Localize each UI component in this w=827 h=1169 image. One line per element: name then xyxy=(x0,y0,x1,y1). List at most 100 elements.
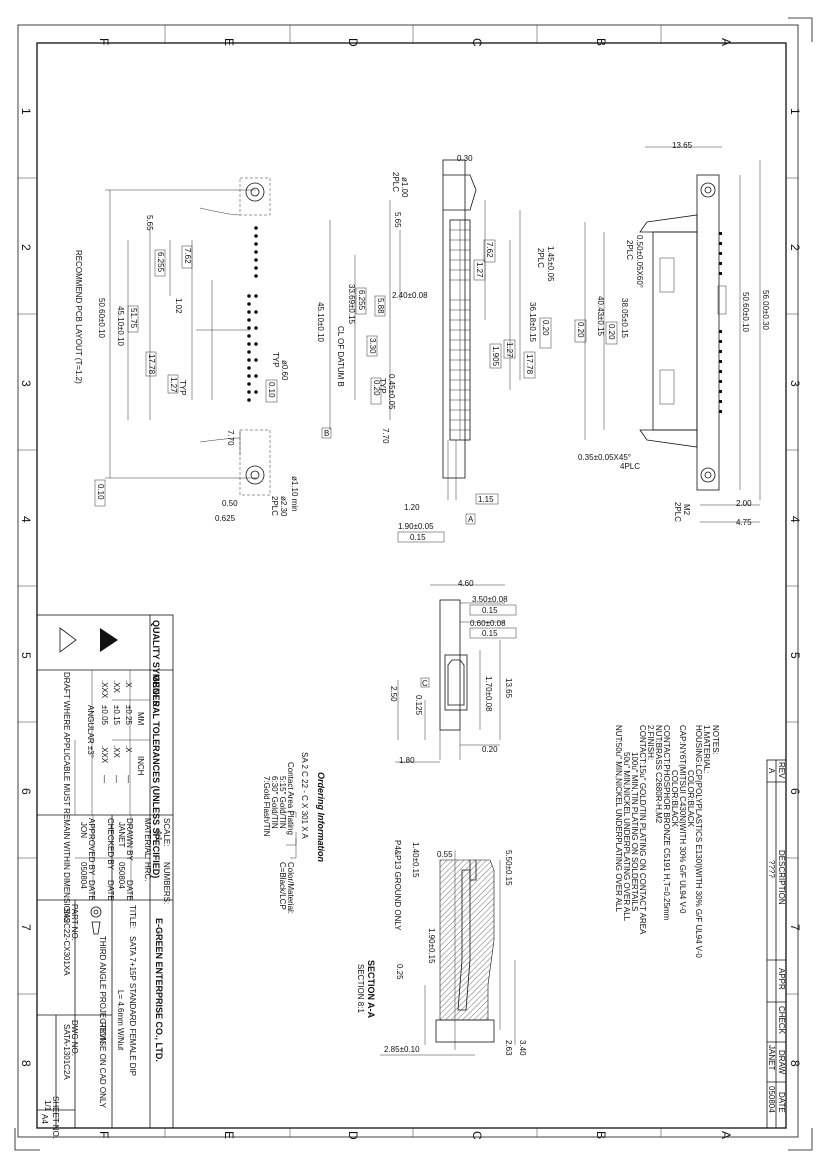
dim-label: 1.90±0.05 xyxy=(398,522,434,531)
dim-label: 3.40 xyxy=(518,1040,527,1056)
part-no: SA2C22-CX301XA xyxy=(62,908,71,976)
zone-number: 6 xyxy=(788,788,802,795)
draft-note: DRAFT WHERE APPLICABLE MUST REMAIN WITHI… xyxy=(62,672,71,923)
drawn-date: 050804 xyxy=(117,862,126,889)
dim-label: 0.15 xyxy=(482,606,498,615)
dim-label: 1.15 xyxy=(478,495,494,504)
rev-value: ???? xyxy=(767,860,776,878)
dim-label: TYP xyxy=(271,352,280,368)
pcb-layout-view: 5.65 7.62 6.255 1.02 51.75 45.10±0.10 50… xyxy=(74,177,299,523)
zone-letters-bottom: F E D C B A xyxy=(97,1131,733,1140)
sheet-value: 1/1 xyxy=(43,1100,52,1112)
tol-cell: ±0.15 xyxy=(112,705,121,726)
dim-label: 0.20 xyxy=(372,380,381,396)
datum-label: C xyxy=(422,679,428,688)
dim-label: 0.60±0.08 xyxy=(470,619,506,628)
rev-header: REV xyxy=(777,762,786,779)
quality-filled-triangle-icon xyxy=(100,628,118,652)
dim-label: ø2.30 xyxy=(279,496,288,517)
dim-label: 50.60±0.10 xyxy=(97,298,106,339)
dim-label: 1.45±0.05 xyxy=(546,246,555,282)
dim-label: 3.50±0.08 xyxy=(472,595,508,604)
dim-label: 0.20 xyxy=(576,322,585,338)
zone-number: 2 xyxy=(788,244,802,251)
zone-number: 5 xyxy=(19,652,33,659)
note-line: NUT:50u" MIN,NICKEL UNDERPLATING OVER AL… xyxy=(614,725,623,912)
dim-label: 2PLC xyxy=(391,172,400,192)
ordering-information: Ordering Information SA 2 C 22 - C X 301… xyxy=(262,752,326,914)
dwg-no-label: DWG NO. xyxy=(70,1020,79,1056)
dim-label: 1.27 xyxy=(169,377,178,393)
checked-by-label: CHECKED BY xyxy=(106,818,115,871)
note-line: CAP:NY6T(MITSUI C430N)WITH 30% G/F UL94 … xyxy=(678,725,687,914)
dim-label: 0.20 xyxy=(607,324,616,340)
inner-border xyxy=(36,42,787,1129)
dim-label: 2PLC xyxy=(673,502,682,522)
numbers-label: NUMBERS: xyxy=(162,862,171,904)
note-line: NUT:BRASS C2680R-H,M2 xyxy=(654,725,663,824)
dim-label: 0.10 xyxy=(267,382,276,398)
rev-value: A xyxy=(767,768,776,774)
dim-label: 1.27 xyxy=(505,342,514,358)
dim-label: 0.15 xyxy=(410,533,426,542)
connector-side-view: 0.30 ø1.00 2PLC 5.65 1.45±0.05 2PLC 7.62… xyxy=(316,154,555,543)
drawn-by: JANET xyxy=(117,822,126,847)
tol-cell: .XXX xyxy=(100,680,109,699)
dim-label: 0.50 xyxy=(222,499,238,508)
dim-label: 50.60±0.10 xyxy=(741,292,750,333)
note-line: 100u" MIN,TIN PLATING ON SOLDERTAILS xyxy=(630,752,639,911)
dim-label: 4.60 xyxy=(458,579,474,588)
zone-number: 8 xyxy=(788,1060,802,1067)
notes-block: NOTES: 1.MATERIAL: HOUSING:LCP(POLYPLAST… xyxy=(614,725,720,958)
general-tolerances-label: GENERAL TOLERANCES (UNLESS SPECIFIED) xyxy=(151,675,161,878)
dim-label: 0.55 xyxy=(437,850,453,859)
dim-label: 2PLC xyxy=(270,496,279,516)
dim-label: 17.78 xyxy=(525,354,534,375)
dim-label: 33.69±0.15 xyxy=(347,284,356,325)
zone-letter: B xyxy=(594,38,608,46)
color-title: Color/Material: xyxy=(286,862,295,914)
projection-label: THIRD ANGLE PROJECTION xyxy=(98,936,107,1043)
rev-header: DESCRIPTION xyxy=(777,850,786,905)
date-label: DATE xyxy=(125,880,134,901)
angular-tolerance: ANGULAR ±3° xyxy=(86,705,95,758)
note-line: 2.FINISH: xyxy=(646,725,655,760)
dim-label: 1.02 xyxy=(174,298,183,314)
dim-label: 1.905 xyxy=(491,346,500,367)
dim-label: ø0.60 xyxy=(280,360,289,381)
zone-letter: E xyxy=(222,1131,236,1139)
zone-number: 2 xyxy=(19,244,33,251)
dim-label: 2.00 xyxy=(736,499,752,508)
dim-label: 7.70 xyxy=(226,430,235,446)
company-name: E-GREEN ENTERPRISE CO., LTD. xyxy=(154,918,164,1062)
tol-cell: .XXX xyxy=(100,745,109,764)
rev-header: DRAW xyxy=(777,1050,786,1075)
drawing-title-line1: SATA 7+15P STANDARD FEMALE DIP xyxy=(128,936,137,1076)
dim-label: 2.50 xyxy=(389,686,398,702)
datum-label: B xyxy=(324,429,329,438)
material-label: MATERIAL: xyxy=(143,818,152,860)
zone-letter: F xyxy=(97,1131,111,1138)
note-line: COLOR:BLACK xyxy=(686,770,695,828)
hrc-label: HRC. xyxy=(143,862,152,882)
dim-label: 0.15 xyxy=(482,629,498,638)
dim-label: 3.30 xyxy=(368,338,377,354)
zone-numbers-left: 1 2 3 4 5 6 7 8 xyxy=(19,108,33,1067)
dim-label: TYP xyxy=(378,378,387,394)
note-line: 50u" MIN,NICKEL UNDERPLATING OVER ALL xyxy=(622,752,631,922)
tol-cell: ±0.05 xyxy=(100,705,109,726)
plating-option: 7:Gold Flash/TIN xyxy=(262,776,271,837)
plating-title: Contact Area Plating xyxy=(286,762,295,835)
dim-label: 0.20 xyxy=(482,745,498,754)
dim-label: 2PLC xyxy=(625,240,634,260)
dim-label: 0.625 xyxy=(215,514,236,523)
dim-label: 1.80 xyxy=(399,756,415,765)
pcb-pad-column xyxy=(247,226,258,402)
section-note: P4&P13 GROUND ONLY xyxy=(393,840,402,931)
tol-cell: — xyxy=(112,775,121,783)
tol-cell: — xyxy=(100,775,109,783)
dim-label: ø1.00 xyxy=(400,177,409,198)
connector-end-view: 13.65 0.50±0.05X60° 2PLC 38.05±0.15 0.20… xyxy=(574,141,770,527)
date-label: DATE xyxy=(87,880,96,901)
